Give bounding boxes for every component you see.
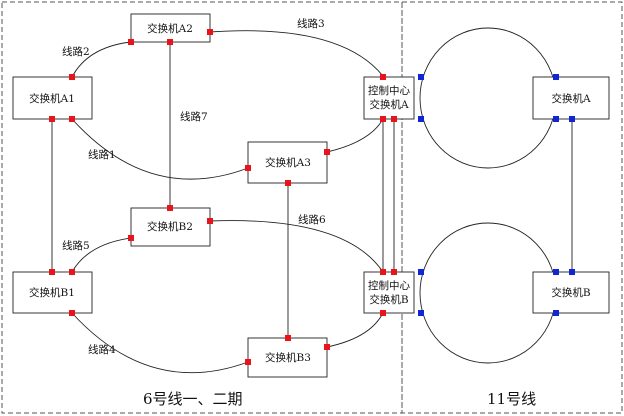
switch-b2-label: 交换机B2 — [147, 220, 193, 233]
port-sb-link — [569, 269, 575, 275]
link-a3-ca — [326, 118, 384, 153]
port-a2-bottom — [167, 39, 173, 45]
switch-b1-label: 交换机B1 — [29, 286, 75, 299]
line6-zone-frame — [1, 1, 403, 414]
port-a2-left — [128, 39, 134, 45]
switch-a3-box — [247, 141, 328, 184]
switch-boxes — [12, 13, 610, 378]
port-ca-top — [380, 74, 386, 80]
switch-a1-label: 交换机A1 — [29, 92, 75, 105]
switch-b3-label: 交换机B3 — [265, 351, 311, 364]
port-a1-bottom-left — [49, 116, 55, 122]
control-center-switch-a-label-line2: 交换机A — [369, 98, 408, 111]
line6-ports — [49, 29, 397, 365]
switch-b-label: 交换机B — [551, 286, 590, 299]
port-a3-left — [245, 165, 251, 171]
line11-zone-frame — [401, 1, 623, 414]
line11-ports — [418, 74, 575, 316]
port-cb-ring-bottom — [418, 310, 424, 316]
link-line6 — [209, 220, 384, 273]
switch-b-box — [532, 271, 610, 314]
link-labels: 线路2 线路3 线路7 线路1 线路6 线路5 线路4 — [62, 17, 326, 356]
port-b3-top — [285, 335, 291, 341]
switch-a1-box — [12, 76, 93, 120]
switch-b3-box — [247, 337, 328, 378]
link-label-line3: 线路3 — [297, 17, 325, 30]
port-cb-top-left — [380, 269, 386, 275]
port-ca-ring-bottom — [418, 116, 424, 122]
port-sb-ring-bottom — [553, 310, 559, 316]
link-line5 — [71, 237, 132, 273]
port-cb-ring-top — [418, 269, 424, 275]
link-line4 — [71, 312, 249, 374]
port-b2-top — [167, 205, 173, 211]
link-line2 — [71, 41, 132, 78]
port-b3-left — [245, 359, 251, 365]
switch-a2-label: 交换机A2 — [147, 22, 193, 35]
control-center-switch-b-box — [363, 271, 415, 314]
port-b1-top-left — [49, 269, 55, 275]
port-b2-left — [128, 235, 134, 241]
link-label-line5: 线路5 — [62, 239, 90, 252]
link-line1 — [71, 118, 249, 180]
link-line3 — [209, 30, 384, 77]
port-sa-ring-top — [553, 74, 559, 80]
control-center-switch-a-label-line1: 控制中心 — [368, 84, 410, 97]
line6-zone-label: 6号线一、二期 — [143, 390, 243, 408]
switch-b2-box — [130, 207, 211, 247]
switch-a-box — [532, 76, 610, 120]
control-center-switch-b-label-line1: 控制中心 — [368, 279, 410, 292]
switch-a2-box — [130, 13, 211, 43]
port-b1-top-right — [69, 269, 75, 275]
port-a3-bottom — [285, 180, 291, 186]
port-a1-bottom-right — [69, 116, 75, 122]
link-label-line6: 线路6 — [298, 213, 326, 226]
port-b2-right — [207, 218, 213, 224]
link-label-line7: 线路7 — [180, 110, 208, 123]
port-sa-ring-bottom — [553, 116, 559, 122]
link-label-line2: 线路2 — [62, 45, 90, 58]
port-a2-right — [207, 29, 213, 35]
port-a3-right — [324, 149, 330, 155]
port-sb-ring-top — [553, 269, 559, 275]
port-a1-top — [69, 74, 75, 80]
port-sa-link — [569, 116, 575, 122]
port-cb-top-right — [391, 269, 397, 275]
port-b1-bottom — [69, 310, 75, 316]
switch-a-label: 交换机A — [551, 92, 590, 105]
connections — [51, 27, 573, 374]
port-ca-ring-top — [418, 74, 424, 80]
control-center-switch-b-label-line2: 交换机B — [369, 293, 408, 306]
port-ca-bottom-right — [391, 116, 397, 122]
line11-zone-label: 11号线 — [487, 390, 536, 408]
port-b3-right — [324, 344, 330, 350]
link-label-line4: 线路4 — [88, 343, 116, 356]
link-b3-cb — [326, 312, 384, 348]
switch-labels: 交换机A1 交换机A2 交换机A3 交换机B1 交换机B2 交换机B3 控制中心… — [29, 22, 591, 364]
control-center-switch-a-box — [363, 76, 415, 120]
port-ca-bottom-left — [380, 116, 386, 122]
port-cb-bottom — [380, 310, 386, 316]
link-label-line1: 线路1 — [88, 148, 116, 161]
switch-a3-label: 交换机A3 — [265, 156, 311, 169]
